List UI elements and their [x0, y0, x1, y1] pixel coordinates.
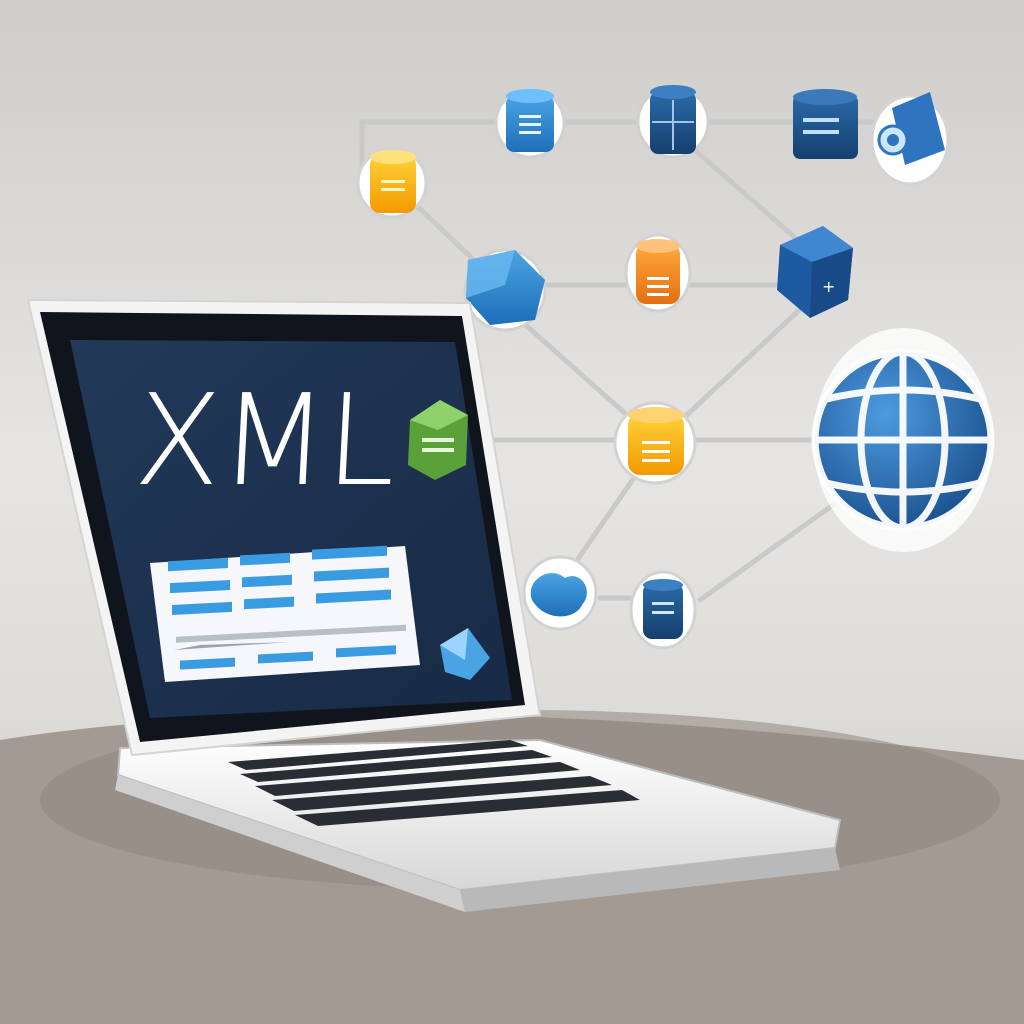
shield-blue-icon — [870, 92, 950, 186]
gem-blue-icon — [440, 628, 490, 680]
globe-icon — [811, 328, 995, 552]
leaf-green-icon — [408, 400, 468, 480]
database-amber-icon — [613, 401, 697, 485]
hexagon-blue-icon — [463, 248, 547, 332]
database-blue-icon — [494, 87, 566, 159]
laptop — [26, 298, 842, 912]
database-orange-icon — [624, 233, 692, 313]
database-navy-icon — [636, 85, 710, 159]
screen-table — [150, 545, 420, 682]
keyboard — [228, 740, 640, 826]
database-small-icon — [629, 570, 697, 650]
cloud-blue-icon — [522, 555, 598, 631]
svg-text:+: + — [822, 277, 835, 296]
server-box-icon — [793, 89, 858, 159]
database-yellow-icon — [356, 147, 428, 219]
screen-title: XML — [131, 367, 399, 514]
cube-blue-icon: + — [777, 226, 853, 318]
